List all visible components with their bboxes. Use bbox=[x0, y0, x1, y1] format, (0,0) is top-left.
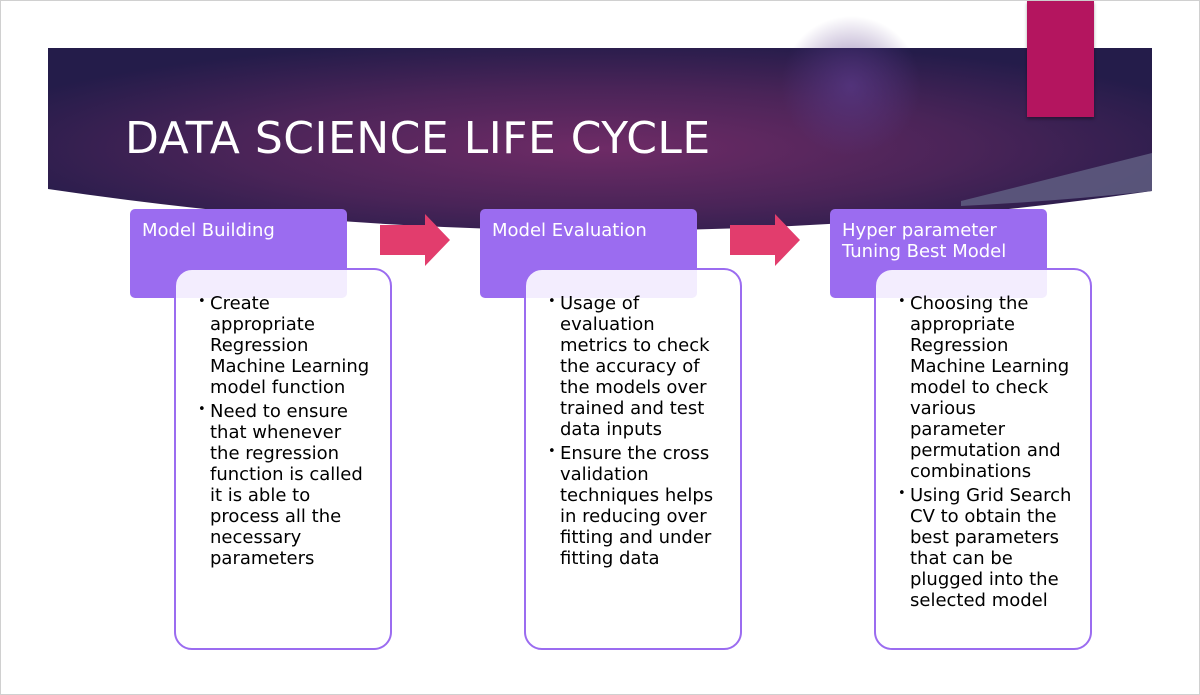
slide-title: DATA SCIENCE LIFE CYCLE bbox=[125, 113, 711, 164]
accent-tab bbox=[1027, 1, 1094, 117]
bullet-text: Choosing the appropriate Regression Mach… bbox=[910, 293, 1070, 482]
bullet-icon: • bbox=[548, 444, 556, 459]
bullet-icon: • bbox=[198, 294, 206, 309]
bullet-text: Ensure the cross validation techniques h… bbox=[560, 443, 714, 569]
list-item: • Need to ensure that whenever the regres… bbox=[198, 401, 376, 569]
title-banner bbox=[48, 16, 1152, 231]
bullet-icon: • bbox=[548, 294, 556, 309]
arrow-right-icon bbox=[380, 214, 450, 266]
bullet-text: Usage of evaluation metrics to check the… bbox=[560, 293, 710, 440]
list-item: • Usage of evaluation metrics to check th… bbox=[548, 293, 726, 440]
bullet-icon: • bbox=[198, 402, 206, 417]
list-item: • Ensure the cross validation techniques … bbox=[548, 443, 726, 569]
list-item: • Choosing the appropriate Regression Mac… bbox=[898, 293, 1076, 482]
arrow-right-icon bbox=[730, 214, 800, 266]
step-title: Model Evaluation bbox=[492, 220, 647, 241]
step-card-model-building: • Create appropriate Regression Machine L… bbox=[174, 268, 392, 650]
bullet-text: Create appropriate Regression Machine Le… bbox=[210, 293, 370, 398]
list-item: • Using Grid Search CV to obtain the best… bbox=[898, 485, 1076, 611]
step-title: Hyper parameter Tuning Best Model bbox=[842, 220, 1007, 262]
bullet-icon: • bbox=[898, 486, 906, 501]
step-card-hyper-parameter-tuning: • Choosing the appropriate Regression Mac… bbox=[874, 268, 1092, 650]
bullet-text: Need to ensure that whenever the regress… bbox=[210, 401, 363, 569]
step-title: Model Building bbox=[142, 220, 275, 241]
list-item: • Create appropriate Regression Machine L… bbox=[198, 293, 376, 398]
step-card-model-evaluation: • Usage of evaluation metrics to check th… bbox=[524, 268, 742, 650]
bullet-text: Using Grid Search CV to obtain the best … bbox=[910, 485, 1072, 611]
bullet-icon: • bbox=[898, 294, 906, 309]
